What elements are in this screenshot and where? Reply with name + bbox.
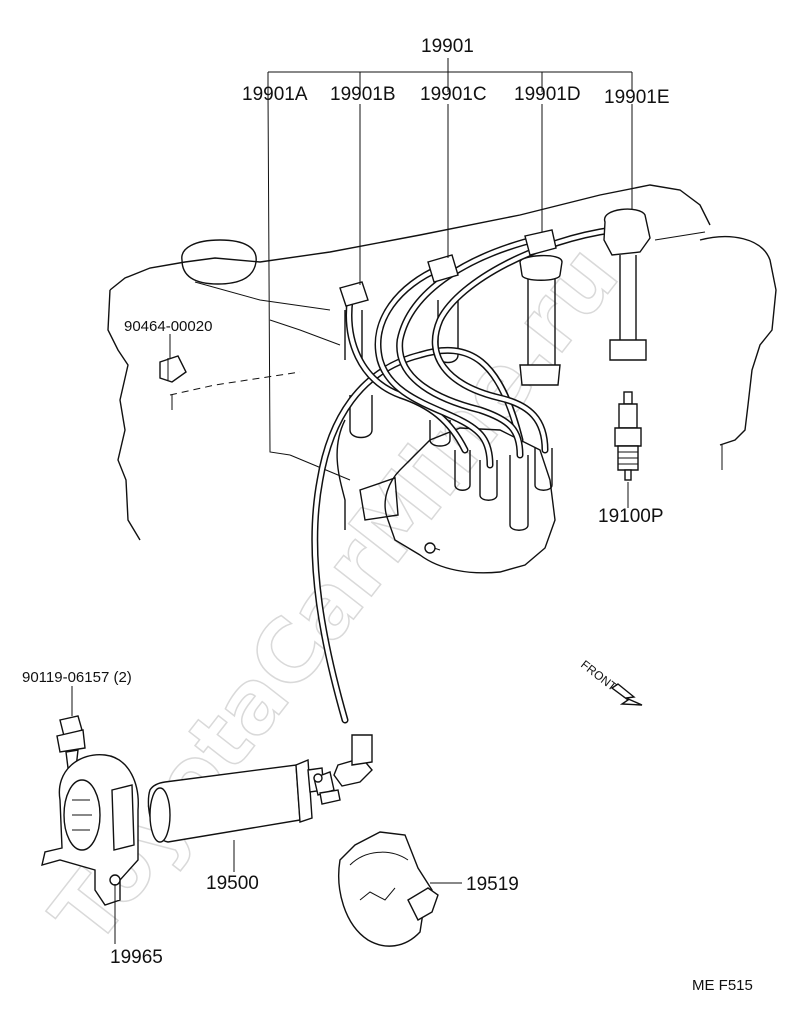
coil-bracket xyxy=(41,754,139,906)
label-cord-d: 19901D xyxy=(514,84,581,105)
label-cord-c: 19901C xyxy=(420,84,487,105)
distributor-cap xyxy=(359,427,556,574)
label-bracket: 19965 xyxy=(110,947,163,968)
distributor-cover xyxy=(338,831,439,947)
label-bolt: 90119-06157 (2) xyxy=(22,669,132,686)
label-figure-code: ME F515 xyxy=(692,977,753,994)
label-coil: 19500 xyxy=(206,873,259,894)
ignition-coil xyxy=(147,758,341,843)
front-arrow: FRONT xyxy=(578,657,643,706)
cord-boots xyxy=(339,208,651,386)
label-clamp: 90464-00020 xyxy=(124,318,212,335)
label-cover: 19519 xyxy=(466,874,519,895)
part-labels: 19901 19901A 19901B 19901C 19901D 19901E… xyxy=(22,36,753,994)
label-assembly: 19901 xyxy=(421,36,474,57)
label-cord-e: 19901E xyxy=(604,87,670,108)
spark-plug xyxy=(614,391,642,481)
label-spark-plug: 19100P xyxy=(598,506,664,527)
spark-plug-cords xyxy=(311,226,616,724)
label-cord-a: 19901A xyxy=(242,84,308,105)
wire-clamp xyxy=(159,355,187,383)
coil-wire-boot xyxy=(333,734,373,787)
leader-lines xyxy=(71,58,633,944)
label-cord-b: 19901B xyxy=(330,84,396,105)
